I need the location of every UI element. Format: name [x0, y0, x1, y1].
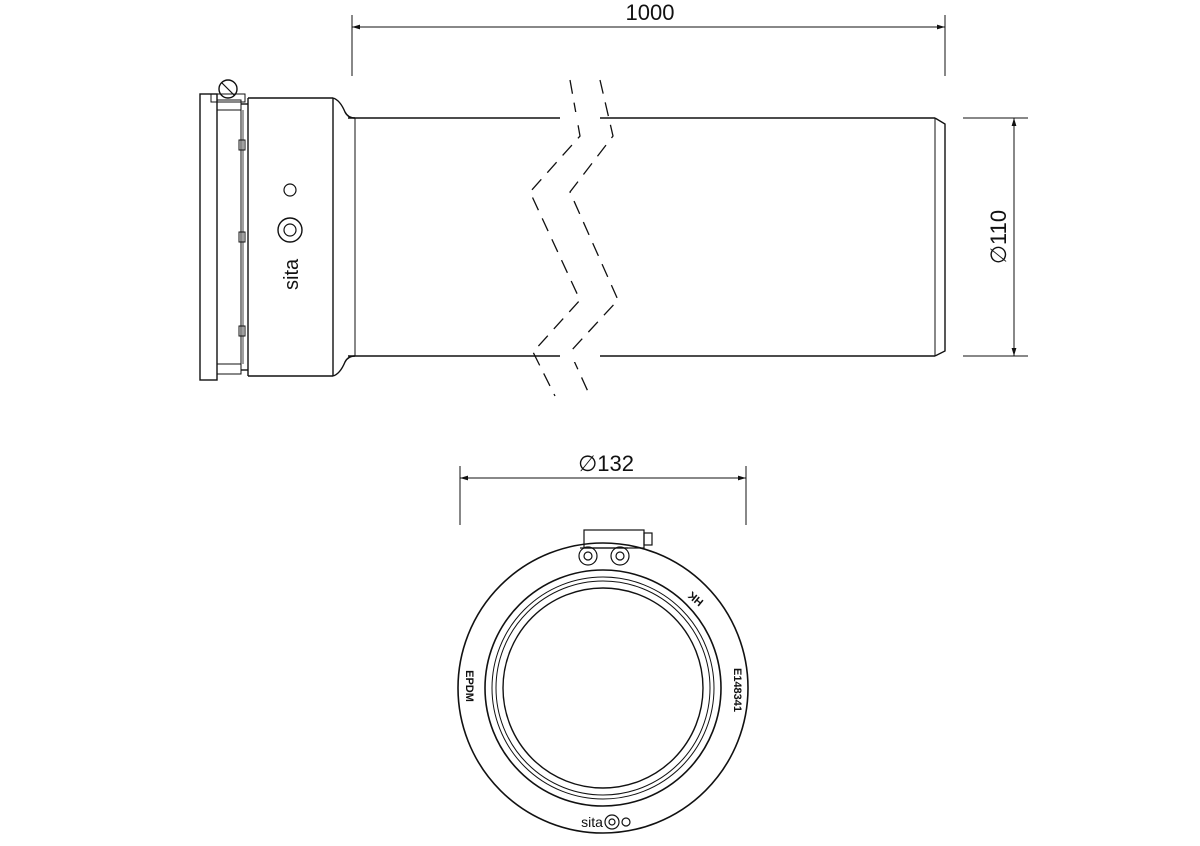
code-stamp: E148341	[731, 668, 743, 712]
clamp-top-icon	[578, 529, 653, 566]
side-view: sita	[199, 15, 1028, 397]
socket	[247, 97, 333, 377]
pipe-diameter-label: ∅110	[986, 210, 1011, 264]
pipe-body	[332, 97, 946, 377]
pipe-bore	[502, 587, 704, 789]
length-dimension	[351, 15, 946, 76]
sealing-collar	[199, 93, 248, 381]
hose-clamp-icon	[210, 79, 246, 103]
outer-ring	[457, 542, 749, 834]
brand-logo-front-icon	[604, 814, 631, 830]
brand-label-front: sita	[581, 814, 603, 830]
brand-label-side: sita	[281, 258, 303, 290]
collar-diameter-label: ∅132	[578, 451, 634, 476]
inner-ring-lip	[495, 580, 711, 796]
front-view	[457, 466, 749, 834]
inner-ring	[491, 576, 715, 800]
brand-logo-icon	[277, 183, 303, 243]
mark-stamp: HK	[686, 589, 706, 608]
material-stamp: EPDM	[463, 670, 475, 702]
length-label: 1000	[626, 0, 675, 25]
collar-diameter-dimension	[459, 466, 747, 525]
inner-ring-outer-edge	[484, 569, 722, 807]
break-line-icon	[529, 79, 619, 397]
pipe-diameter-dimension	[963, 117, 1028, 357]
